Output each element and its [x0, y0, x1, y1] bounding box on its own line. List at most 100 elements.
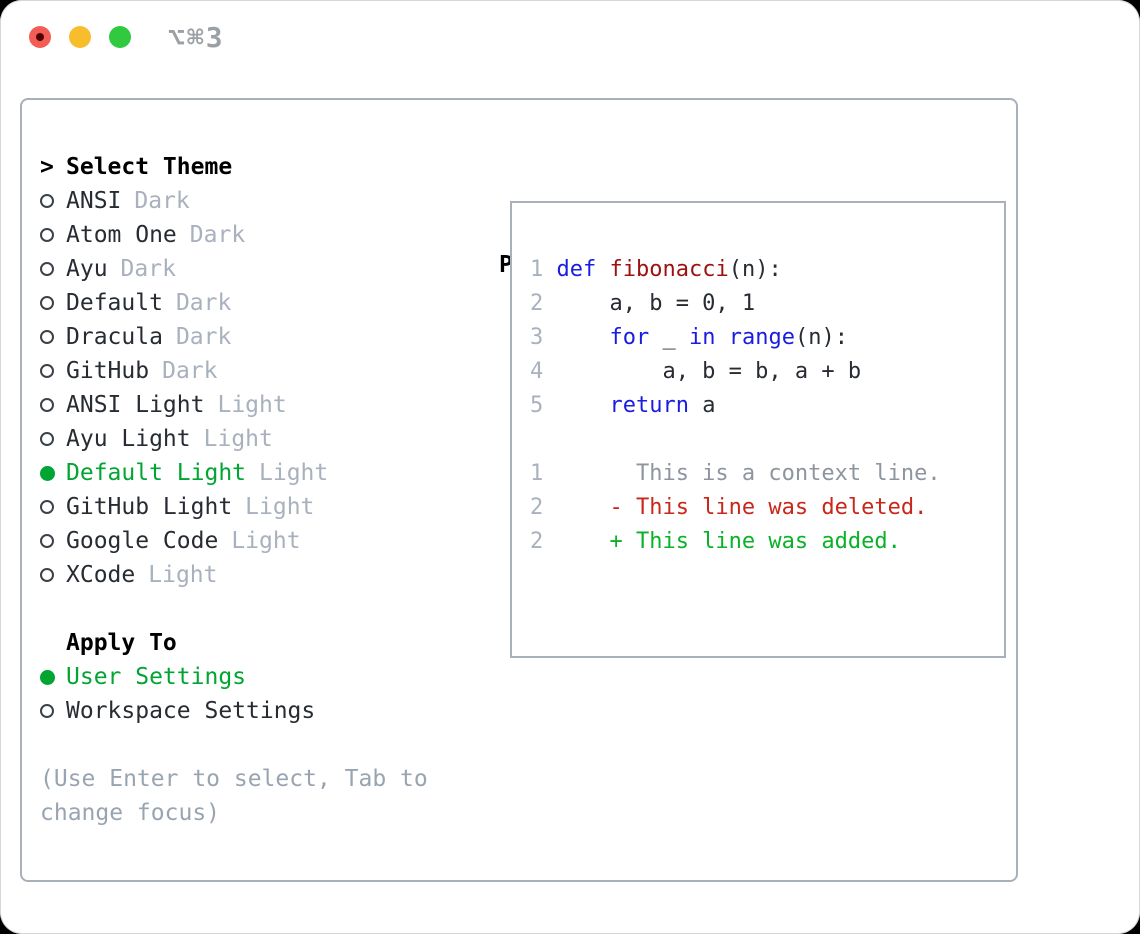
hint-line: change focus): [40, 800, 221, 826]
theme-variant-tag: Light: [259, 460, 329, 486]
apply-to-header: Apply To: [40, 626, 500, 660]
code-segment-add: + This line was added.: [556, 529, 901, 554]
theme-option-label: Atom One: [66, 222, 177, 248]
radio-unselected-icon: [40, 194, 54, 208]
close-dot-icon: [36, 33, 44, 41]
code-line: 2 - This line was deleted.: [530, 491, 1004, 525]
line-number: 1: [530, 461, 544, 486]
section-gap: [40, 592, 500, 626]
code-segment-pl: a, b = 0, 1: [556, 291, 756, 316]
code-segment-kw: in: [688, 325, 716, 350]
apply-option-workspace-settings[interactable]: Workspace Settings: [40, 694, 500, 728]
code-segment-pl: [596, 253, 609, 287]
theme-variant-tag: Light: [245, 494, 315, 520]
close-button[interactable]: [29, 26, 51, 48]
theme-option-dracula[interactable]: Dracula Dark: [40, 320, 500, 354]
code-segment-kw: def: [556, 257, 597, 282]
code-line: 2 a, b = 0, 1: [530, 287, 1004, 321]
theme-variant-tag: Dark: [120, 256, 176, 282]
radio-unselected-icon: [40, 500, 54, 514]
zoom-button[interactable]: [109, 26, 131, 48]
line-number: 2: [530, 291, 544, 316]
code-segment-kw: range: [728, 325, 795, 350]
theme-option-label: Ayu Light: [66, 426, 191, 452]
theme-option-label: ANSI Light: [66, 392, 205, 418]
theme-variant-tag: Dark: [189, 222, 246, 248]
code-segment-pl: a: [688, 393, 716, 418]
theme-variant-tag: Dark: [175, 324, 232, 350]
theme-variant-tag: Dark: [175, 290, 232, 316]
window-shortcut-label: ⌥⌘3: [168, 21, 225, 54]
code-segment-pl: (n):: [728, 257, 782, 282]
line-number: [530, 423, 556, 457]
radio-unselected-icon: [40, 432, 54, 446]
line-number: 1: [530, 257, 544, 282]
code-segment-pl: a, b = b, a + b: [556, 359, 862, 384]
code-segment-pl: [715, 321, 728, 355]
radio-selected-icon: [40, 669, 55, 685]
theme-variant-tag: Light: [217, 392, 287, 418]
theme-option-google-code[interactable]: Google Code Light: [40, 524, 500, 558]
radio-unselected-icon: [40, 262, 54, 276]
radio-unselected-icon: [40, 568, 54, 582]
theme-option-label: Google Code: [66, 528, 219, 554]
apply-option-user-settings[interactable]: User Settings: [40, 660, 500, 694]
theme-option-label: GitHub: [66, 358, 150, 384]
code-segment-pl: [556, 321, 609, 355]
theme-option-ayu-light[interactable]: Ayu Light Light: [40, 422, 500, 456]
radio-unselected-icon: [40, 398, 54, 412]
line-number: 2: [530, 495, 544, 520]
theme-option-default[interactable]: Default Dark: [40, 286, 500, 320]
apply-option-label: User Settings: [66, 664, 247, 690]
line-number: 2: [530, 529, 544, 554]
theme-option-atom-one[interactable]: Atom One Dark: [40, 218, 500, 252]
code-line: 1 This is a context line.: [530, 457, 1004, 491]
code-line: 2 + This line was added.: [530, 525, 1004, 559]
theme-option-label: Dracula: [66, 324, 163, 350]
apply-to-title: Apply To: [66, 630, 177, 656]
theme-option-github-light[interactable]: GitHub Light Light: [40, 490, 500, 524]
radio-unselected-icon: [40, 228, 54, 242]
theme-variant-tag: Light: [148, 562, 218, 588]
code-line: 3 for _ in range(n):: [530, 321, 1004, 355]
radio-unselected-icon: [40, 296, 54, 310]
code-line: 4 a, b = b, a + b: [530, 355, 1004, 389]
apply-option-label: Workspace Settings: [66, 698, 316, 724]
theme-variant-tag: Light: [203, 426, 273, 452]
titlebar: ⌥⌘3: [0, 0, 1140, 76]
theme-option-ansi-light[interactable]: ANSI Light Light: [40, 388, 500, 422]
code-segment-pl: _: [649, 325, 689, 350]
code-segment-del: - This line was deleted.: [556, 495, 928, 520]
code-segment-pl: [556, 389, 609, 423]
code-line: [530, 423, 1004, 457]
theme-variant-tag: Light: [231, 528, 301, 554]
radio-unselected-icon: [40, 364, 54, 378]
theme-option-label: GitHub Light: [66, 494, 233, 520]
radio-unselected-icon: [40, 704, 54, 718]
theme-variant-tag: Dark: [162, 358, 218, 384]
line-number: 3: [530, 325, 544, 350]
code-segment-kw: return: [609, 393, 689, 418]
focus-caret-icon: >: [40, 154, 54, 180]
theme-option-github[interactable]: GitHub Dark: [40, 354, 500, 388]
theme-option-default-light[interactable]: Default Light Light: [40, 456, 500, 490]
select-theme-header: > Select Theme: [40, 150, 500, 184]
minimize-button[interactable]: [69, 26, 91, 48]
theme-option-label: Default Light: [66, 460, 247, 486]
code-segment-kw: for: [609, 325, 650, 350]
code-segment-ctx: This is a context line.: [556, 461, 941, 486]
theme-option-label: Default: [66, 290, 163, 316]
code-line: 5 return a: [530, 389, 1004, 423]
radio-unselected-icon: [40, 534, 54, 548]
